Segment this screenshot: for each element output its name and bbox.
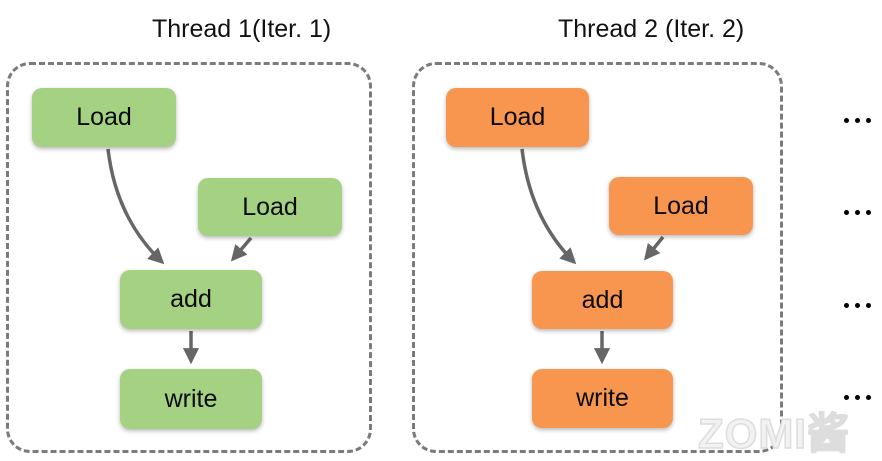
ellipsis-row-1 bbox=[844, 118, 871, 123]
thread1-title: Thread 1(Iter. 1) bbox=[152, 15, 332, 43]
ellipsis-dot bbox=[855, 118, 860, 123]
zomi-watermark: ZOMI酱 bbox=[697, 409, 850, 458]
ellipsis-dot bbox=[866, 395, 871, 400]
ellipsis-dot bbox=[866, 210, 871, 215]
thread2-title: Thread 2 (Iter. 2) bbox=[558, 15, 745, 43]
ellipsis-dot bbox=[866, 303, 871, 308]
thread1-node-write: write bbox=[120, 369, 262, 429]
ellipsis-dot bbox=[866, 118, 871, 123]
ellipsis-row-3 bbox=[844, 303, 871, 308]
ellipsis-dot bbox=[844, 118, 849, 123]
ellipsis-row-2 bbox=[844, 210, 871, 215]
thread2-node-write: write bbox=[532, 369, 673, 428]
ellipsis-dot bbox=[855, 303, 860, 308]
thread1-container bbox=[6, 62, 372, 453]
thread2-node-add: add bbox=[532, 271, 673, 329]
ellipsis-dot bbox=[844, 210, 849, 215]
ellipsis-dot bbox=[844, 395, 849, 400]
ellipsis-dot bbox=[855, 395, 860, 400]
thread2-node-load-a: Load bbox=[446, 88, 589, 147]
thread2-container bbox=[412, 62, 783, 453]
thread1-node-add: add bbox=[120, 270, 262, 329]
thread1-node-load-b: Load bbox=[198, 178, 342, 236]
ellipsis-row-4 bbox=[844, 395, 871, 400]
ellipsis-dot bbox=[855, 210, 860, 215]
ellipsis-dot bbox=[844, 303, 849, 308]
thread1-node-load-a: Load bbox=[32, 88, 176, 147]
thread2-node-load-b: Load bbox=[609, 177, 753, 235]
